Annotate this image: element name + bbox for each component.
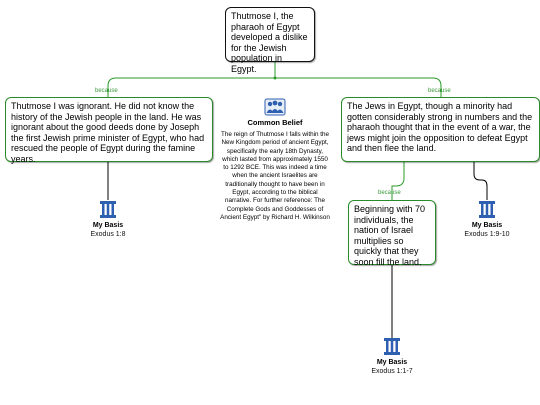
basis-ref-sub: Exodus 1:1-7 bbox=[371, 368, 413, 375]
people-group-icon bbox=[264, 98, 286, 116]
basis-title-right: My Basis bbox=[471, 222, 503, 229]
sub-reason-text: Beginning with 70 individuals, the natio… bbox=[354, 204, 426, 267]
because-label-left: because bbox=[95, 88, 118, 94]
basis-ref-left: Exodus 1:8 bbox=[90, 231, 126, 238]
connector-sub-reason bbox=[391, 162, 405, 200]
reason-box-right[interactable]: The Jews in Egypt, though a minority had… bbox=[341, 97, 540, 162]
because-label-sub: because bbox=[378, 190, 401, 196]
line-right-basis bbox=[473, 162, 488, 200]
connector-left-branch bbox=[107, 77, 275, 97]
basis-title-left: My Basis bbox=[92, 222, 124, 229]
common-belief-text: The reign of Thutmose I falls within the… bbox=[220, 131, 330, 221]
pillar-icon bbox=[384, 338, 400, 355]
basis-right: My Basis Exodus 1:9-10 bbox=[442, 200, 532, 238]
claim-text: Thutmose I, the pharaoh of Egypt develop… bbox=[231, 11, 308, 74]
common-belief-title: Common Belief bbox=[247, 118, 303, 127]
connector-right-branch bbox=[275, 77, 442, 97]
basis-ref-right: Exodus 1:9-10 bbox=[464, 231, 510, 238]
reason-box-left[interactable]: Thutmose I was ignorant. He did not know… bbox=[5, 97, 213, 164]
pillar-icon bbox=[100, 201, 116, 218]
basis-sub: My Basis Exodus 1:1-7 bbox=[347, 337, 437, 375]
basis-title-sub: My Basis bbox=[376, 359, 408, 366]
reason-text-left: Thutmose I was ignorant. He did not know… bbox=[11, 101, 205, 164]
basis-left: My Basis Exodus 1:8 bbox=[63, 200, 153, 238]
common-belief: Common Belief The reign of Thutmose I fa… bbox=[220, 98, 330, 222]
connector-node bbox=[273, 76, 277, 80]
claim-box[interactable]: Thutmose I, the pharaoh of Egypt develop… bbox=[225, 7, 315, 74]
sub-reason-box[interactable]: Beginning with 70 individuals, the natio… bbox=[348, 200, 436, 267]
because-label-right: because bbox=[428, 88, 451, 94]
reason-text-right: The Jews in Egypt, though a minority had… bbox=[347, 101, 533, 153]
pillar-icon bbox=[479, 201, 495, 218]
